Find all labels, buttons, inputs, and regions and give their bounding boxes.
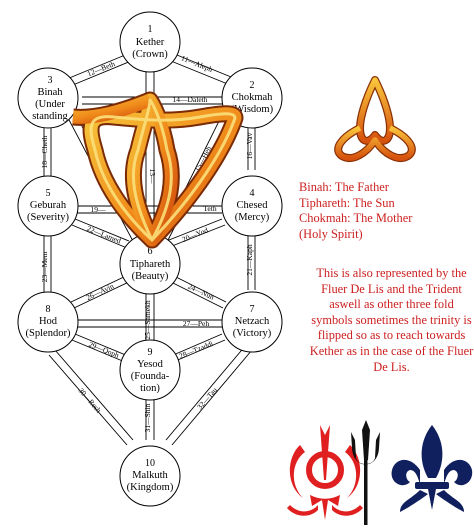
sephira-8-number: 8 [46,304,51,315]
sephira-9-meaning: (Founda- [131,371,170,382]
sephira-9-number: 9 [148,347,153,358]
khanda-icon [287,425,363,520]
equivalence-chokmah: Chokmah: The Mother [299,211,413,225]
sephira-4-number: 4 [250,188,255,199]
sephira-1-meaning: (Crown) [132,49,168,60]
sephira-circle-1 [119,11,181,73]
sephira-3-name: Binah [37,87,63,98]
trinity-explanation: This is also represented by the Fluer De… [309,266,474,374]
path-label-13: 13— [148,169,157,185]
path-label-daleth: 14—Daleth [173,95,208,104]
sephira-9-name: Yesod [137,359,164,370]
sephira-2-number: 2 [250,80,255,91]
sephira-7-number: 7 [250,304,255,315]
sephira-10-name: Malkuth [132,470,168,481]
path-label-19: 19— [91,205,107,214]
path-label-vav: 16—Vav [245,132,254,159]
path-label-samekh: 25—Samekh [143,300,152,339]
equivalence-tiphareth: Tiphareth: The Sun [299,195,395,210]
path-label-qoph: 32—Tau [195,385,219,411]
sephira-6-number: 6 [148,246,153,257]
sephira-10-number: 10 [145,458,155,469]
trident-icon [351,420,380,525]
path-label-tau: 31—Shin [143,403,152,432]
sephira-5-number: 5 [46,188,51,199]
sephira-7-name: Netzach [235,316,270,327]
sephira-circle-4 [221,175,283,237]
sephira-10-meaning: (Kingdom) [127,482,174,493]
sephira-1-name: Kether [136,37,165,48]
path-label-tzaddi: 28—Tzaddi [178,339,215,361]
sephira-circle-3 [17,67,79,129]
sephira-3-number: 3 [48,75,53,86]
path-label-nun: 24—Nun [187,282,216,302]
path-label-yod: 20—Yod [181,225,210,244]
path-label-mem: 23—Mem [40,251,49,282]
path-label-ayin: 26—Ayin [85,281,116,302]
equivalence-holy-spirit: (Holy Spirit) [299,226,363,241]
sephira-4-name: Chesed [237,200,269,211]
sephira-circle-9 [119,339,181,401]
triquetra-large-icon [72,91,244,249]
fleur-de-lis-icon [391,425,473,512]
sephira-8-meaning: (Splendor) [26,328,71,339]
path-label-teth: Teth [203,204,216,213]
sephira-3-meaning-cont: standing [32,111,68,122]
sephira-circle-8 [17,291,79,353]
sephira-circle-5 [17,175,79,237]
sephiroth-labels: 1 Kether (Crown) 2 Chokmah (Wisdom) 3 Bi… [26,24,274,493]
sephira-circle-7 [221,291,283,353]
sephira-6-name: Tiphareth [130,259,171,270]
sephira-4-meaning: (Mercy) [235,212,270,223]
sephira-8-name: Hod [39,316,58,327]
sephira-1-number: 1 [148,24,153,35]
sephira-5-meaning: (Severity) [27,212,69,223]
sephira-3-meaning: (Under [35,99,65,110]
path-label-aleph: 11—Aleph [180,53,214,74]
path-label-resh: 29—Qoph [88,340,121,360]
sephira-2-meaning: (Wisdom) [231,104,274,115]
path-label-beth: 12—Beth [86,59,117,78]
triquetra-small-icon [334,76,416,162]
path-label-peh: 27—Peh [183,319,210,328]
path-label-lamed: 22—Lamed [86,224,123,246]
trinity-equivalences: Binah: The Father Tiphareth: The Sun Cho… [299,180,412,242]
sephira-9-meaning-cont: tion) [140,383,160,394]
sephira-2-name: Chokmah [232,92,274,103]
path-label-cheth: 18—Cheth [40,135,49,168]
sephira-7-meaning: (Victory) [233,328,272,339]
path-label-kaph: 21—Kaph [245,244,254,275]
sephira-5-name: Geburah [30,200,67,211]
sephira-circle-10 [119,445,181,507]
sephira-6-meaning: (Beauty) [132,271,169,282]
equivalence-binah: Binah: The Father [299,180,389,194]
